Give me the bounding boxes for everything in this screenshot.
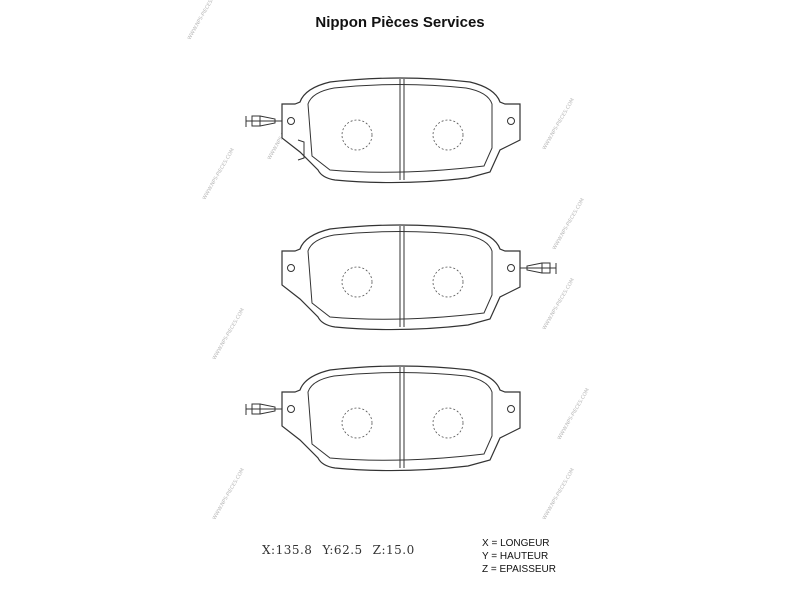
watermark-text: WWW.NPS-PIECES.COM (212, 307, 246, 361)
brake-pad-middle (281, 224, 557, 331)
dimension-y: Y:62.5 (322, 543, 363, 557)
watermark-text: WWW.NPS-PIECES.COM (542, 467, 576, 521)
watermark-text: WWW.NPS-PIECES.COM (542, 277, 576, 331)
legend-item-x: X = LONGEUR (482, 538, 550, 549)
legend-item-y: Y = HAUTEUR (482, 551, 549, 562)
dimension-x: X:135.8 (262, 543, 313, 557)
brake-pad-bottom (245, 365, 521, 472)
watermark-text: WWW.NPS-PIECES.COM (542, 97, 576, 151)
dimension-legend: X = LONGEUR Y = HAUTEUR Z = EPAISSEUR (482, 537, 556, 576)
dimension-z: Z:15.0 (372, 543, 415, 557)
legend-item-z: Z = EPAISSEUR (482, 564, 557, 575)
watermark-text: WWW.NPS-PIECES.COM (557, 387, 591, 441)
watermark-text: WWW.NPS-PIECES.COM (202, 147, 236, 201)
dimensions-readout: X:135.8 Y:62.5 Z:15.0 (262, 543, 425, 557)
watermark-text: WWW.NPS-PIECES.COM (187, 0, 221, 41)
watermark-text: WWW.NPS-PIECES.COM (552, 197, 586, 251)
page-title: Nippon Pièces Services (315, 14, 485, 31)
watermark-text: WWW.NPS-PIECES.COM (212, 467, 246, 521)
brake-pad-top (245, 77, 521, 184)
